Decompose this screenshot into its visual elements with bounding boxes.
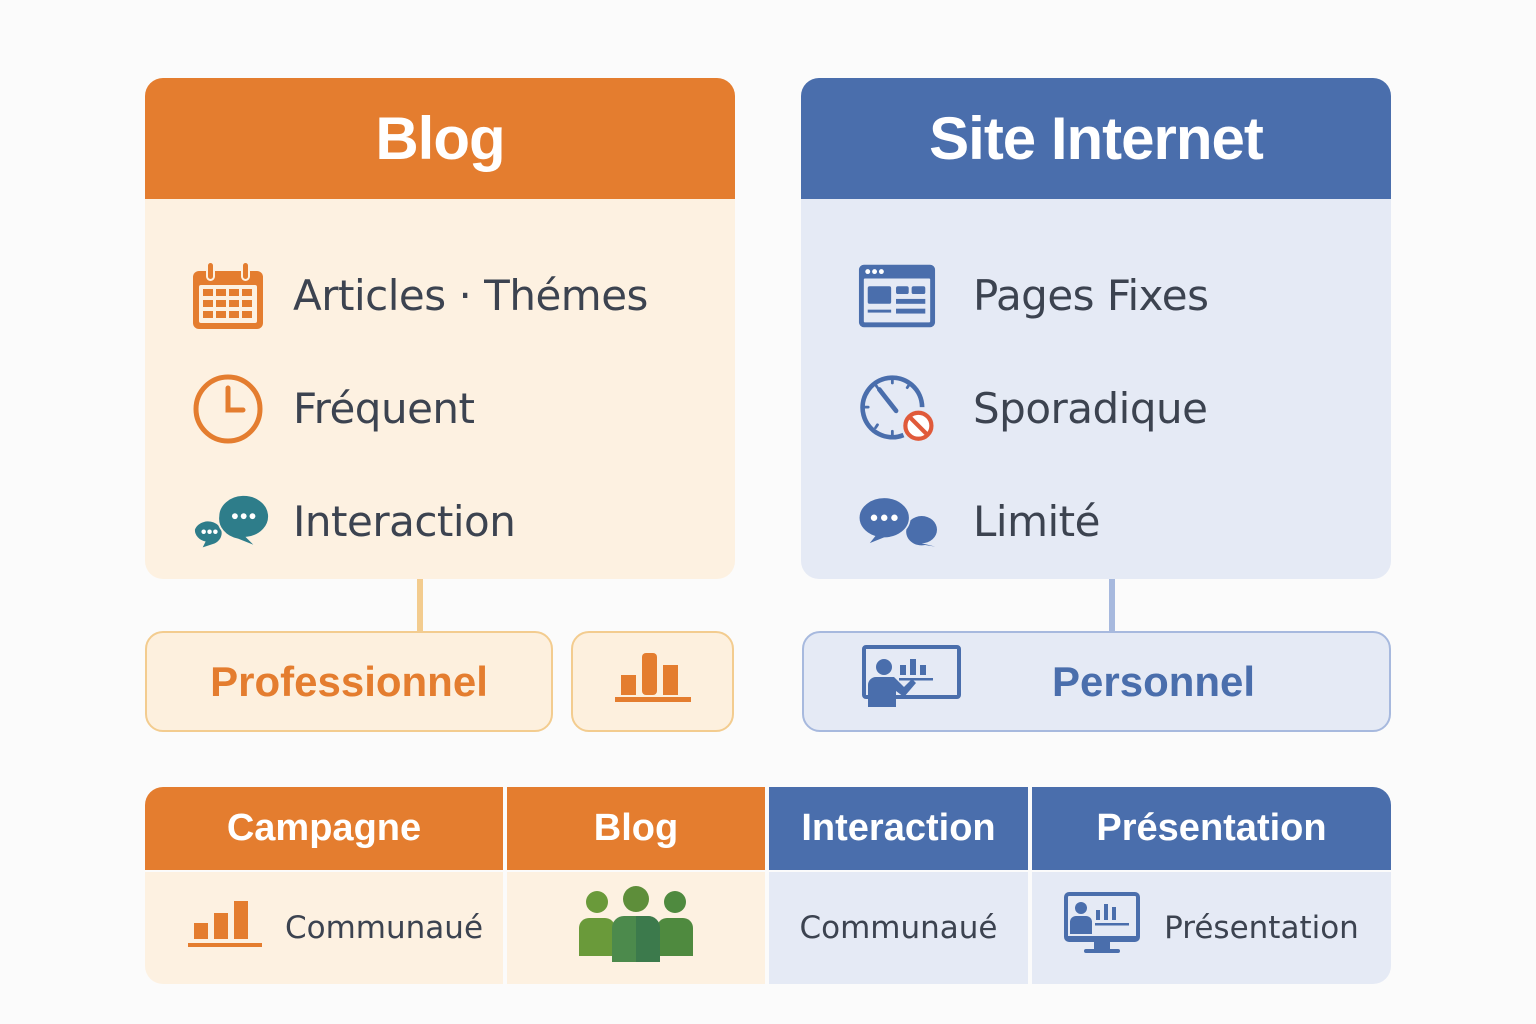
site-item-label: Limité [973, 497, 1100, 546]
professional-box: Professionnel [145, 631, 553, 732]
blog-item-label: Fréquent [293, 384, 475, 433]
personal-box: Personnel [802, 631, 1391, 732]
column-header: Interaction [769, 787, 1028, 870]
blog-item-label: Articles · Thémes [293, 271, 648, 320]
clock-blocked-icon [857, 371, 937, 447]
table-cell: Communaué [769, 872, 1028, 984]
blog-card-body: Articles · Thémes Fréquent Interaction [145, 199, 735, 578]
blog-card-title: Blog [145, 78, 735, 199]
chat-bubbles-icon [857, 484, 937, 560]
site-card-body: Pages Fixes Sporadique [801, 199, 1391, 578]
cell-text: Communaué [285, 910, 484, 946]
blog-item-label: Interaction [293, 497, 516, 546]
column-header: Campagne [145, 787, 503, 870]
site-card: Site Internet Pages Fixes [801, 78, 1391, 579]
personal-label: Personnel [1052, 657, 1256, 705]
bar-chart-icon [187, 899, 263, 957]
site-item-interaction: Limité [801, 465, 1391, 578]
site-item-label: Sporadique [973, 384, 1208, 433]
site-connector-line [1109, 579, 1115, 631]
blog-item-interaction: Interaction [145, 465, 735, 578]
blog-item-frequency: Fréquent [145, 352, 735, 465]
comparison-table: Campagne Communaué Blog [145, 787, 1391, 984]
blog-card: Blog Articles · Thémes [145, 78, 735, 579]
group-icon [577, 886, 695, 970]
table-column-campaign: Campagne Communaué [145, 787, 503, 984]
clock-icon [191, 371, 271, 447]
table-column-blog: Blog [507, 787, 765, 984]
table-cell [507, 872, 765, 984]
monitor-presentation-icon [1064, 892, 1141, 964]
table-cell: Présentation [1032, 872, 1391, 984]
bar-chart-icon [614, 649, 692, 715]
calendar-icon [191, 258, 271, 334]
site-card-title: Site Internet [801, 78, 1391, 199]
cell-text: Présentation [1164, 910, 1359, 946]
presenter-icon [862, 644, 962, 719]
blog-item-articles: Articles · Thémes [145, 239, 735, 352]
column-header: Présentation [1032, 787, 1391, 870]
site-item-frequency: Sporadique [801, 352, 1391, 465]
table-cell: Communaué [145, 872, 503, 984]
column-header: Blog [507, 787, 765, 870]
site-item-label: Pages Fixes [973, 271, 1209, 320]
chart-box [571, 631, 734, 732]
chat-bubbles-icon [191, 484, 271, 560]
site-item-pages: Pages Fixes [801, 239, 1391, 352]
web-page-icon [857, 258, 937, 334]
table-column-interaction: Interaction Communaué [769, 787, 1028, 984]
professional-label: Professionnel [210, 657, 488, 705]
cell-text: Communaué [799, 910, 998, 946]
table-column-presentation: Présentation Présentation [1032, 787, 1391, 984]
blog-connector-line [417, 579, 423, 631]
